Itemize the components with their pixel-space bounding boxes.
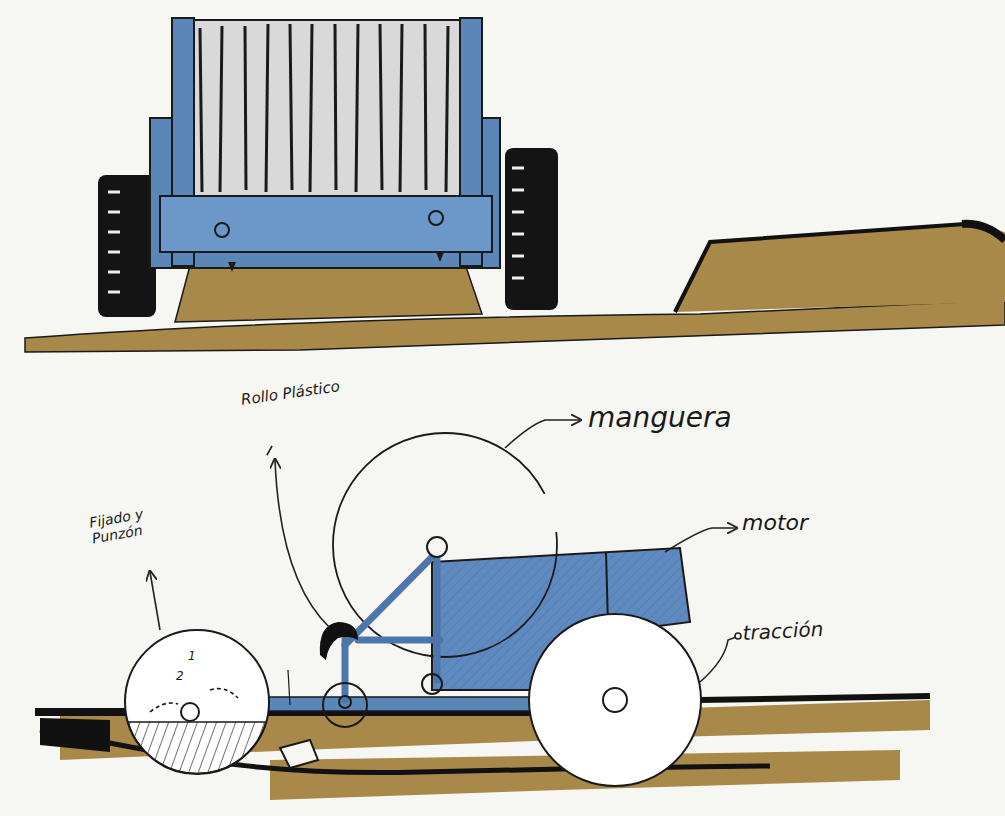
part-label: Fijado y Punzón (88, 498, 188, 546)
leader-lines (150, 420, 741, 682)
side-view (35, 433, 930, 800)
part-label: motor (742, 510, 808, 535)
callout-number: 1 (188, 650, 196, 664)
callout-number: 2 (176, 670, 184, 684)
part-label: Rollo Plástico (240, 378, 341, 409)
part-label: tracción (742, 618, 824, 645)
rear-view (25, 18, 1005, 352)
part-label: manguera (588, 402, 732, 434)
